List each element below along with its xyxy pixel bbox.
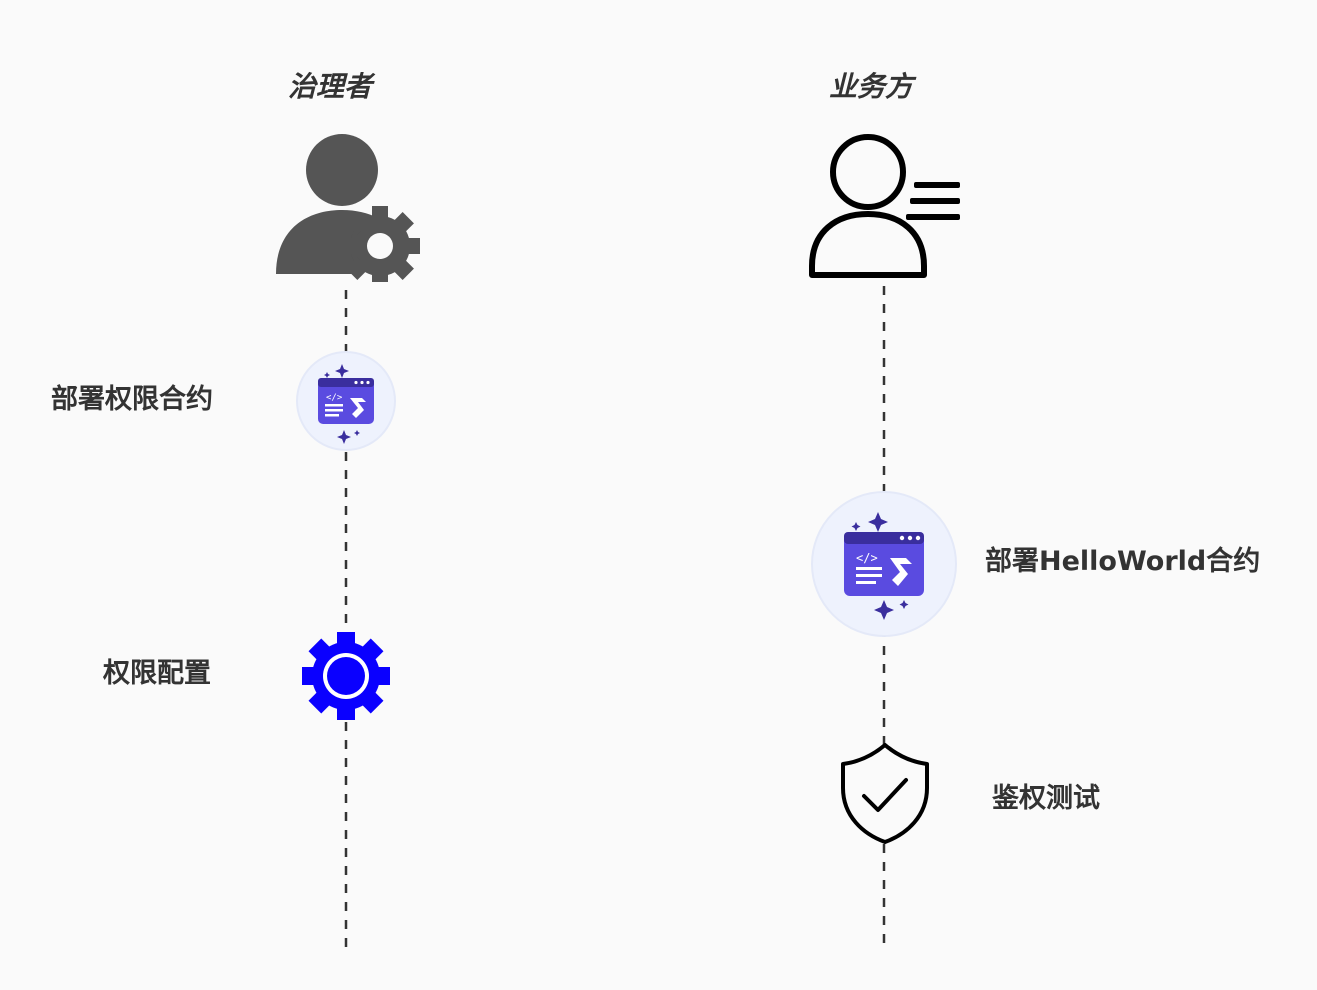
gear-icon	[300, 630, 392, 726]
svg-text:</>: </>	[326, 393, 343, 403]
contract-code-icon: </>	[810, 490, 960, 644]
user-gear-icon	[272, 132, 420, 286]
user-list-icon	[806, 130, 964, 289]
contract-code-icon: </>	[296, 348, 396, 462]
step-label-auth-test: 鉴权测试	[992, 783, 1100, 814]
step-label-deploy-permission-contract: 部署权限合约	[51, 384, 213, 415]
lane-title-governor: 治理者	[288, 70, 373, 103]
svg-text:</>: </>	[856, 551, 878, 565]
step-label-permission-config: 权限配置	[103, 658, 211, 689]
step-label-deploy-helloworld-contract: 部署HelloWorld合约	[985, 546, 1261, 577]
shield-check-icon	[838, 740, 932, 850]
lane-title-business: 业务方	[829, 70, 914, 103]
